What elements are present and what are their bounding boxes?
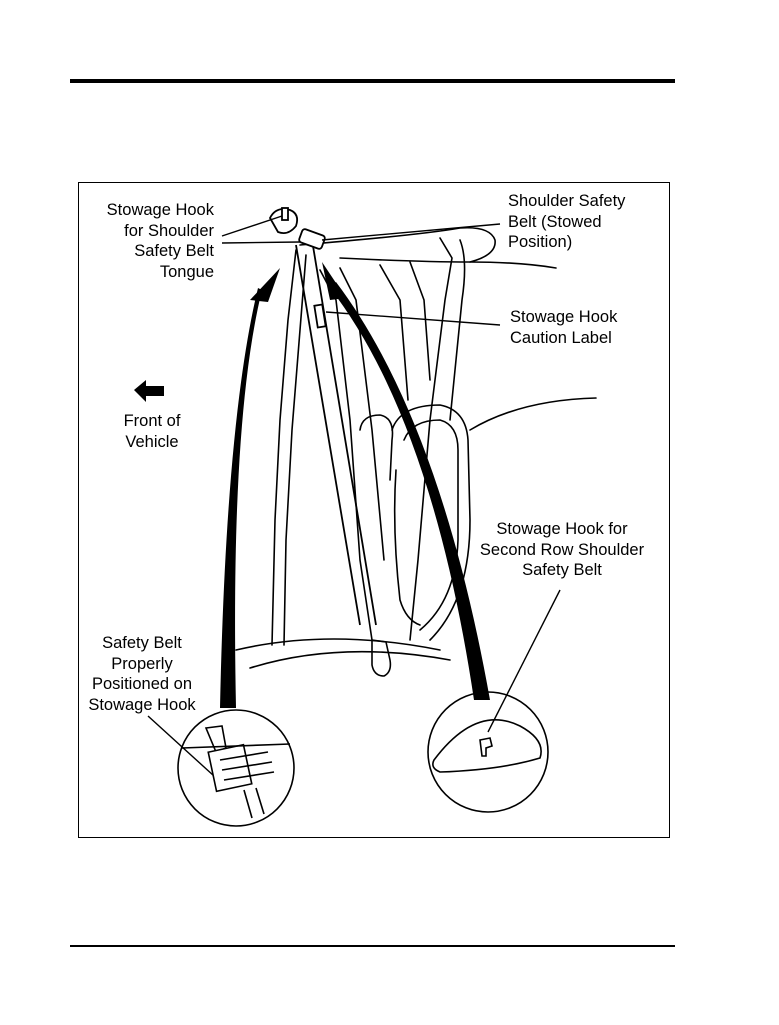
door-frame-2 — [340, 268, 384, 560]
leader-shoulder-stowed — [322, 224, 500, 240]
arrow-left-curved — [220, 288, 262, 708]
label-second-row-hook: Stowage Hook for Second Row Shoulder Saf… — [460, 519, 664, 581]
leader-positioned — [148, 716, 214, 776]
leader-hook-tongue-2 — [222, 242, 300, 243]
upper-hook-tab — [282, 208, 288, 220]
label-properly-positioned: Safety Belt Properly Positioned on Stowa… — [74, 633, 210, 715]
floor-line — [236, 639, 440, 650]
pillar-trim-2 — [450, 240, 465, 420]
inset-left-hook — [206, 726, 226, 752]
window-line-2 — [410, 262, 430, 380]
lower-buckle — [372, 640, 390, 676]
leader-second-row — [488, 590, 560, 732]
arrow-left-icon — [134, 380, 164, 402]
roof-edge — [470, 262, 556, 268]
pillar-left — [272, 250, 296, 645]
label-caution: Stowage Hook Caution Label — [510, 307, 650, 348]
leader-hook-tongue — [222, 216, 282, 236]
inset-right-circle — [428, 692, 548, 812]
seat-back-inner — [404, 420, 458, 630]
inset-right-hook — [480, 738, 492, 756]
label-shoulder-belt-stowed: Shoulder Safety Belt (Stowed Position) — [508, 191, 658, 253]
arrow-left-head — [250, 268, 280, 302]
label-stowage-hook-tongue: Stowage Hook for Shoulder Safety Belt To… — [86, 200, 214, 282]
pillar-left-2 — [284, 255, 306, 645]
seat-side — [395, 470, 420, 625]
belt-tongue — [298, 228, 325, 249]
seat-curve — [470, 398, 596, 430]
label-front-of-vehicle: Front of Vehicle — [104, 411, 200, 452]
floor-line-2 — [250, 652, 450, 668]
bottom-rule — [70, 945, 675, 947]
